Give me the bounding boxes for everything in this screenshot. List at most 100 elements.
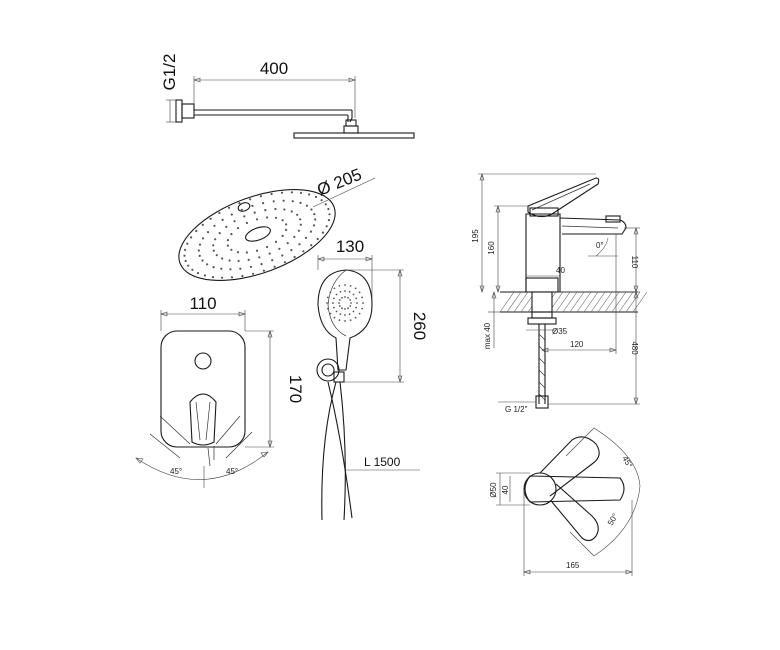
- hatch-line: [597, 291, 613, 313]
- nozzle-dot: [238, 202, 241, 205]
- nozzle-dot: [198, 243, 202, 246]
- hatch-line: [618, 291, 634, 313]
- hatch-line: [576, 291, 592, 313]
- plate-height-label: 170: [286, 375, 305, 403]
- hand-nozzle-dot: [338, 302, 340, 304]
- hose: [339, 381, 346, 521]
- hatch-line: [555, 291, 571, 313]
- nozzle-dot: [201, 237, 205, 240]
- hand-nozzle-dot: [355, 297, 357, 300]
- mixer-plate-view: 45° 45° 110 170: [135, 294, 305, 488]
- nozzle-dot: [310, 244, 313, 247]
- head-center: [245, 226, 271, 242]
- base-diameter-label: Ø50: [489, 482, 498, 498]
- nozzle-dot: [290, 210, 293, 213]
- nozzle-dot: [220, 267, 223, 270]
- head-shower-outline: [178, 189, 336, 281]
- nozzle-dot: [283, 208, 286, 211]
- hand-nozzle-dot: [326, 302, 328, 304]
- wall-flange: [175, 99, 183, 123]
- hand-nozzle-dot: [339, 291, 342, 293]
- nozzle-dot: [211, 276, 215, 279]
- head-plate-side: [293, 132, 415, 139]
- nozzle-dot: [245, 221, 248, 225]
- hose-connector: [535, 395, 549, 409]
- hand-nozzle-dot: [362, 302, 364, 304]
- nozzle-dot: [309, 230, 313, 233]
- nozzle-dot: [236, 251, 240, 254]
- nozzle-dot: [274, 216, 278, 219]
- countertop-hatch: [499, 291, 648, 313]
- nozzle-dot: [299, 223, 302, 226]
- nozzle-dot: [299, 218, 302, 221]
- nozzle-dot: [190, 236, 193, 239]
- nozzle-dot: [239, 267, 242, 270]
- nozzle-dot: [327, 219, 330, 222]
- hand-nozzle-dot: [344, 314, 346, 316]
- nozzle-dot: [230, 276, 234, 279]
- nozzle-dot: [247, 258, 250, 261]
- nozzle-dot: [283, 261, 286, 264]
- head-nozzles: [183, 191, 331, 279]
- hand-nozzle-dot: [333, 287, 336, 290]
- nozzle-dot: [195, 229, 198, 233]
- nozzle-dot: [325, 225, 328, 228]
- tap-top-body: [523, 472, 557, 506]
- nozzle-dot: [297, 229, 300, 232]
- hand-height-label: 260: [410, 312, 429, 340]
- nozzle-dot: [191, 268, 194, 271]
- hose-length-label: L 1500: [364, 455, 401, 469]
- max-thickness-label: max 40: [483, 322, 492, 349]
- nozzle-dot: [218, 232, 221, 235]
- nozzle-dot: [328, 213, 331, 216]
- arm-length-label: 400: [260, 59, 288, 78]
- nozzle-dot: [273, 265, 276, 268]
- basin-tap-top-view: 45° 50° Ø50 40 165: [489, 427, 641, 576]
- shower-arm-view: 400 G1/2: [160, 54, 415, 139]
- nozzle-dot: [299, 201, 302, 204]
- nozzle-dot: [206, 263, 209, 266]
- nozzle-dot: [255, 218, 259, 221]
- nozzle-dot: [212, 266, 215, 269]
- hand-nozzle-dot: [333, 306, 335, 309]
- hand-nozzle-dot: [361, 307, 363, 310]
- hand-nozzle-dot: [338, 305, 341, 307]
- nozzle-dot: [196, 272, 200, 275]
- nozzle-dot: [213, 224, 216, 227]
- mixer-angle-left: 45°: [170, 467, 182, 476]
- top-length-label: 165: [566, 561, 580, 570]
- hand-nozzle-dot: [352, 293, 355, 296]
- nozzle-dot: [308, 193, 311, 196]
- nozzle-dot: [321, 231, 324, 234]
- nozzle-dot: [183, 254, 186, 257]
- nozzle-dot: [226, 244, 229, 247]
- nozzle-dot: [286, 242, 289, 245]
- nozzle-dot: [310, 208, 313, 211]
- nozzle-dot: [221, 218, 224, 221]
- hand-nozzle-dot: [344, 290, 346, 292]
- nozzle-dot: [268, 252, 271, 255]
- hand-nozzle-dot: [347, 307, 349, 310]
- hatch-line: [562, 291, 578, 313]
- hand-shower-view: 130 260 L 1500: [316, 237, 429, 521]
- nozzle-dot: [272, 200, 275, 203]
- hand-nozzle-dot: [350, 302, 352, 304]
- nozzle-dot: [255, 249, 259, 252]
- nozzle-dot: [228, 259, 231, 262]
- nozzle-dot: [206, 231, 210, 234]
- nozzle-dot: [241, 274, 244, 278]
- nozzle-dot: [230, 248, 233, 251]
- tap-total-height-label: 195: [471, 229, 480, 243]
- nozzle-dot: [197, 249, 200, 252]
- hand-nozzle-dot: [354, 316, 357, 319]
- nozzle-dot: [296, 213, 299, 216]
- flange-collar: [181, 103, 195, 119]
- spout-height-label: 110: [630, 256, 639, 269]
- nozzle-dot: [285, 228, 288, 231]
- tap-body-width-label: 40: [556, 266, 565, 275]
- hand-nozzle-dot: [333, 297, 335, 300]
- nozzle-dot: [298, 243, 301, 246]
- hand-nozzle-dot: [352, 310, 355, 313]
- nozzle-dot: [228, 206, 231, 209]
